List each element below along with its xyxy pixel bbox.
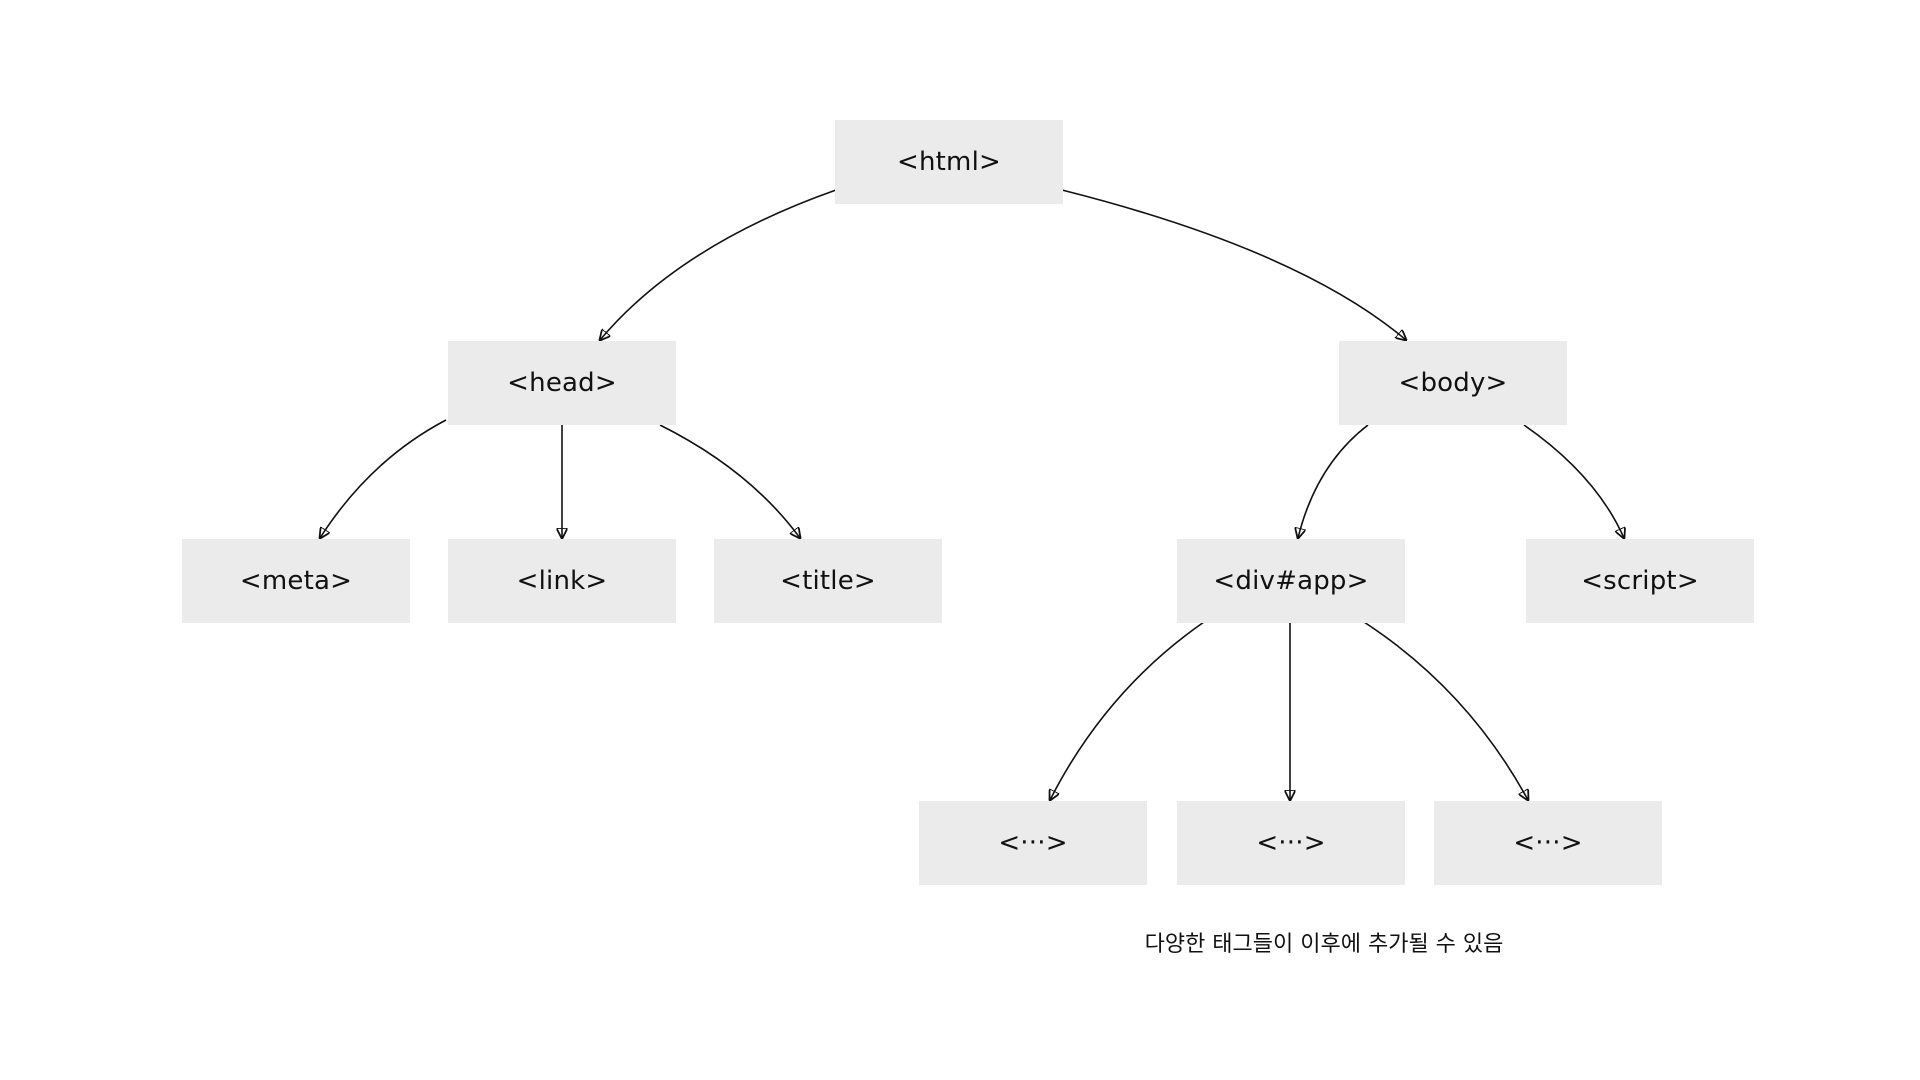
node-html-label: <html>: [897, 147, 1001, 177]
node-head-label: <head>: [507, 368, 617, 398]
edge-head-meta: [320, 419, 447, 538]
node-script-label: <script>: [1581, 566, 1699, 596]
edge-div-app-child-3: [1363, 621, 1528, 800]
edge-html-head: [600, 189, 837, 340]
node-div-app: <div#app>: [1177, 539, 1405, 623]
node-title-label: <title>: [780, 566, 876, 596]
node-child-2: <···>: [1177, 801, 1405, 885]
node-child-3-label: <···>: [1513, 828, 1583, 858]
node-child-2-label: <···>: [1256, 828, 1326, 858]
edge-head-title: [659, 424, 800, 538]
node-title: <title>: [714, 539, 942, 623]
node-body-label: <body>: [1398, 368, 1508, 398]
edge-body-script: [1523, 424, 1624, 538]
node-meta: <meta>: [182, 539, 410, 623]
edge-body-div-app: [1298, 424, 1369, 538]
edge-html-body: [1061, 189, 1406, 340]
node-head: <head>: [448, 341, 676, 425]
node-link-label: <link>: [516, 566, 608, 596]
node-child-1: <···>: [919, 801, 1147, 885]
node-html: <html>: [835, 120, 1063, 204]
node-script: <script>: [1526, 539, 1754, 623]
node-child-1-label: <···>: [998, 828, 1068, 858]
node-link: <link>: [448, 539, 676, 623]
node-body: <body>: [1339, 341, 1567, 425]
node-div-app-label: <div#app>: [1213, 566, 1369, 596]
diagram-caption: 다양한 태그들이 이후에 추가될 수 있음: [1144, 932, 1504, 957]
node-meta-label: <meta>: [239, 566, 353, 596]
edge-div-app-child-1: [1050, 621, 1205, 800]
node-child-3: <···>: [1434, 801, 1662, 885]
